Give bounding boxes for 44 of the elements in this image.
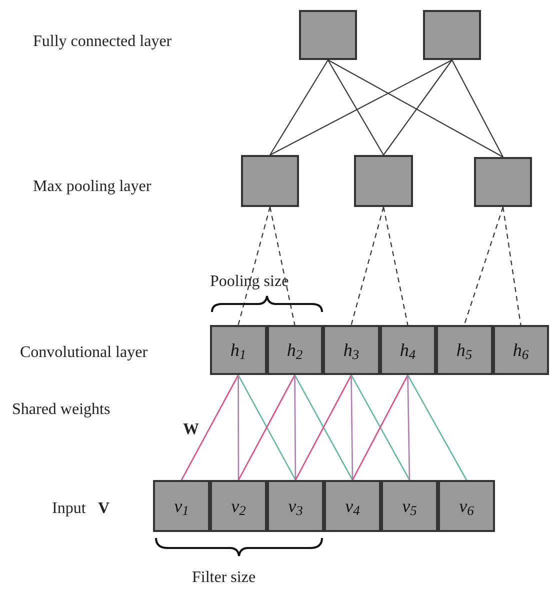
connector-line: [383, 60, 452, 156]
layer-label: Input: [52, 499, 86, 519]
dashed-connector: [382, 206, 408, 326]
connector-line: [180, 374, 239, 480]
layer-label: V: [98, 499, 110, 519]
neuron-box: [474, 157, 532, 207]
neuron-box: [241, 155, 299, 207]
connector-line: [350, 375, 354, 480]
connector-line: [328, 60, 384, 156]
connector-line: [294, 375, 296, 480]
unit-box: h$_{1}$: [210, 325, 266, 375]
dashed-connector: [502, 206, 522, 326]
connector-line: [270, 60, 328, 156]
neuron-box: [299, 10, 357, 60]
connector-line: [238, 375, 240, 480]
dashed-connector: [350, 206, 384, 326]
unit-box: h$_{2}$: [266, 325, 323, 375]
connector-line: [270, 60, 452, 156]
layer-label: W: [183, 420, 199, 440]
neuron-box: [354, 155, 413, 207]
unit-box: h$_{4}$: [380, 325, 436, 375]
unit-box: h$_{3}$: [323, 325, 380, 375]
layer-label: Fully connected layer: [33, 32, 172, 52]
layer-label: Max pooling layer: [33, 177, 152, 197]
layer-label: Shared weights: [12, 400, 110, 420]
dashed-connector: [269, 206, 296, 326]
layer-label: Convolutional layer: [20, 343, 148, 363]
neuron-box: [423, 10, 481, 60]
unit-box: v$_{2}$: [210, 480, 267, 532]
layer-label: Filter size: [192, 568, 256, 588]
unit-box: v$_{4}$: [324, 480, 381, 532]
unit-box: v$_{1}$: [153, 480, 210, 532]
connector-line: [328, 60, 504, 158]
dashed-connector: [238, 206, 271, 326]
layer-label: Pooling size: [210, 272, 289, 292]
unit-box: v$_{5}$: [381, 480, 438, 532]
unit-box: h$_{6}$: [492, 325, 549, 375]
connector-line: [407, 374, 468, 480]
connector-line: [407, 374, 410, 480]
dashed-connector: [464, 206, 504, 326]
connector-line: [452, 60, 504, 158]
unit-box: v$_{6}$: [438, 480, 495, 532]
unit-box: h$_{5}$: [436, 325, 492, 375]
unit-box: v$_{3}$: [267, 480, 324, 532]
